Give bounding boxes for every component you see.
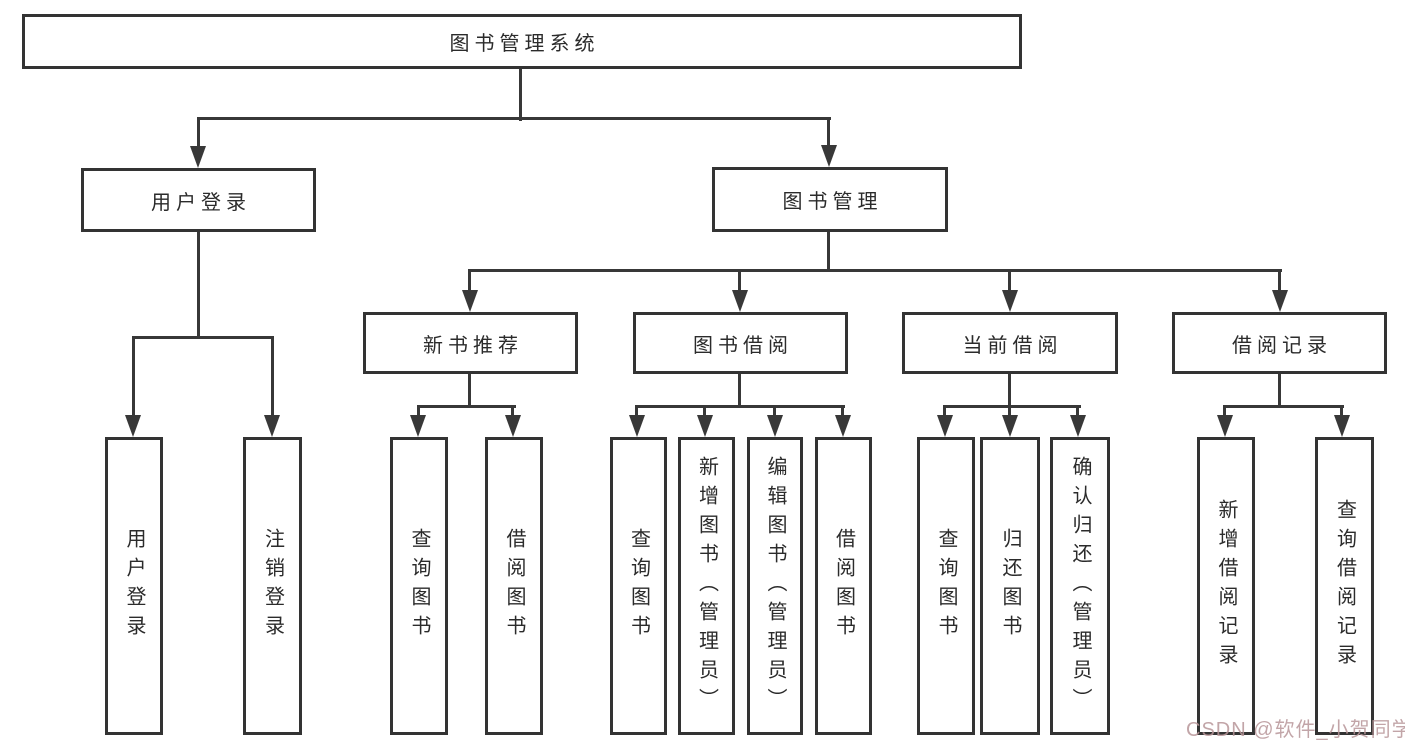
leaf-label: 查询图书	[627, 528, 650, 644]
leaf-label: 查询借阅记录	[1333, 499, 1356, 673]
leaf-label: 新增图书（管理员）	[695, 455, 718, 717]
leaf-label: 归还图书	[999, 528, 1021, 644]
connector-line	[944, 405, 1081, 408]
connector-line	[738, 374, 741, 408]
leaf-label: 查询图书	[408, 528, 430, 644]
connector-line	[1008, 405, 1011, 419]
arrow-down-icon	[410, 415, 426, 437]
leaf-logout: 注销登录	[243, 437, 302, 735]
leaf-label: 借阅图书	[832, 528, 855, 644]
connector-line	[271, 336, 274, 418]
connector-line	[197, 117, 200, 150]
connector-line	[468, 269, 471, 295]
leaf-query-books-3: 查询图书	[917, 437, 975, 735]
leaf-add-borrow-record: 新增借阅记录	[1197, 437, 1255, 735]
arrow-down-icon	[937, 415, 953, 437]
connector-line	[132, 336, 135, 418]
arrow-down-icon	[821, 145, 837, 167]
node-book-management: 图书管理	[712, 167, 948, 232]
connector-line	[468, 269, 1282, 272]
connector-line	[511, 405, 514, 419]
leaf-query-books-2: 查询图书	[610, 437, 667, 735]
connector-line	[132, 336, 274, 339]
connector-line	[943, 405, 946, 419]
leaf-query-borrow-record: 查询借阅记录	[1315, 437, 1374, 735]
arrow-down-icon	[190, 146, 206, 168]
connector-line	[773, 405, 776, 419]
leaf-confirm-return-admin: 确认归还（管理员）	[1050, 437, 1110, 735]
connector-line	[1278, 269, 1281, 295]
leaf-label: 编辑图书（管理员）	[764, 455, 786, 717]
connector-line	[1008, 374, 1011, 408]
node-book-borrowing: 图书借阅	[633, 312, 848, 374]
leaf-edit-books-admin: 编辑图书（管理员）	[747, 437, 803, 735]
leaf-label: 用户登录	[123, 528, 145, 644]
watermark-text: CSDN @软件_小贺同学	[1186, 719, 1405, 741]
arrow-down-icon	[629, 415, 645, 437]
connector-line	[1278, 374, 1281, 408]
connector-line	[1340, 405, 1343, 419]
leaf-label: 新增借阅记录	[1215, 499, 1237, 673]
node-user-login: 用户登录	[81, 168, 316, 232]
arrow-down-icon	[1070, 415, 1086, 437]
connector-line	[636, 405, 845, 408]
leaf-query-books: 查询图书	[390, 437, 448, 735]
arrow-down-icon	[125, 415, 141, 437]
arrow-down-icon	[835, 415, 851, 437]
leaf-label: 注销登录	[261, 528, 284, 644]
connector-line	[738, 269, 741, 295]
connector-line	[468, 374, 471, 408]
leaf-user-login: 用户登录	[105, 437, 163, 735]
arrow-down-icon	[264, 415, 280, 437]
arrow-down-icon	[462, 290, 478, 312]
connector-line	[519, 69, 522, 121]
leaf-label: 确认归还（管理员）	[1069, 455, 1091, 717]
connector-line	[197, 232, 200, 339]
leaf-return-books: 归还图书	[980, 437, 1040, 735]
arrow-down-icon	[505, 415, 521, 437]
arrow-down-icon	[1002, 415, 1018, 437]
connector-line	[1224, 405, 1344, 408]
node-new-book-recommendation: 新书推荐	[363, 312, 578, 374]
node-current-borrowing: 当前借阅	[902, 312, 1118, 374]
arrow-down-icon	[1217, 415, 1233, 437]
connector-line	[1223, 405, 1226, 419]
connector-line	[827, 232, 830, 272]
node-borrowing-records: 借阅记录	[1172, 312, 1387, 374]
connector-line	[827, 117, 830, 150]
arrow-down-icon	[697, 415, 713, 437]
node-library-system: 图书管理系统	[22, 14, 1022, 69]
leaf-label: 查询图书	[935, 528, 957, 644]
leaf-borrow-books: 借阅图书	[485, 437, 543, 735]
connector-line	[1076, 405, 1079, 419]
leaf-borrow-books-2: 借阅图书	[815, 437, 872, 735]
connector-line	[635, 405, 638, 419]
connector-line	[197, 117, 831, 120]
connector-line	[841, 405, 844, 419]
leaf-label: 借阅图书	[503, 528, 525, 644]
connector-line	[417, 405, 420, 419]
leaf-add-books-admin: 新增图书（管理员）	[678, 437, 735, 735]
arrow-down-icon	[1002, 290, 1018, 312]
arrow-down-icon	[1334, 415, 1350, 437]
connector-line	[703, 405, 706, 419]
arrow-down-icon	[732, 290, 748, 312]
connector-line	[1008, 269, 1011, 295]
arrow-down-icon	[767, 415, 783, 437]
connector-line	[417, 405, 516, 408]
arrow-down-icon	[1272, 290, 1288, 312]
